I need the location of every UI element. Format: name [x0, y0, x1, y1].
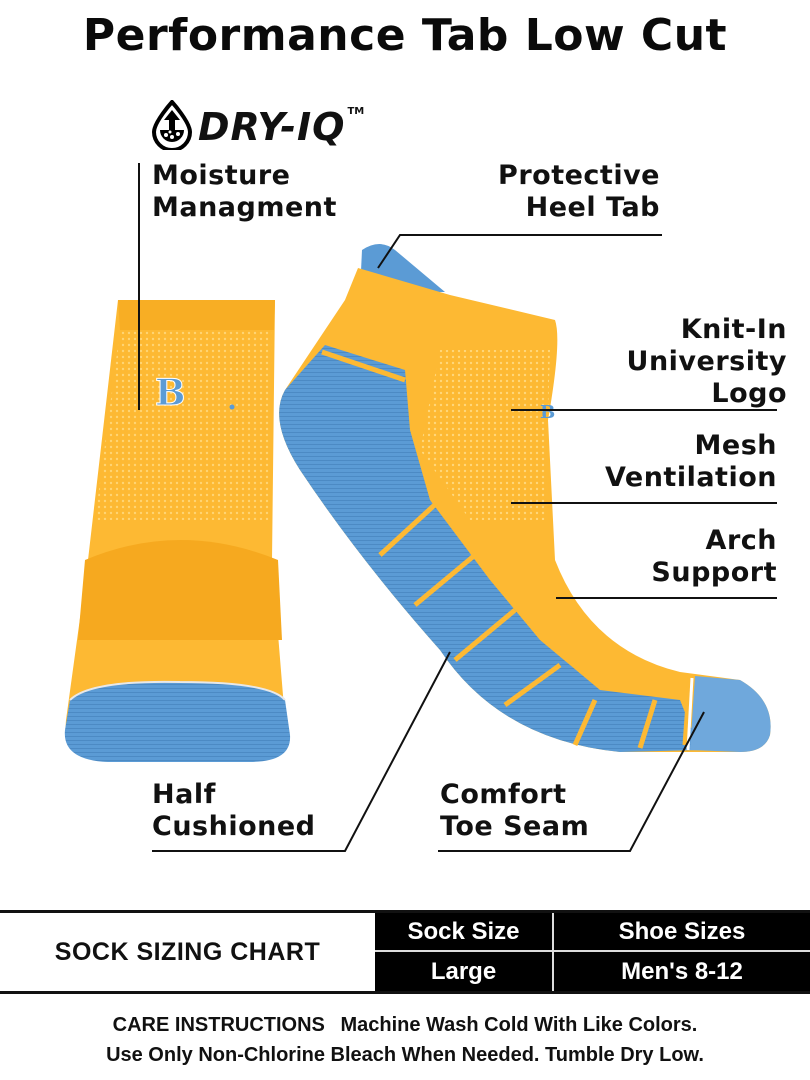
- feature-logo: Knit-In University Logo: [560, 314, 787, 410]
- feature-heel-tab: Protective Heel Tab: [440, 160, 660, 224]
- feature-cushion: Half Cushioned: [152, 779, 316, 843]
- droplet-arrow-icon: [150, 99, 194, 154]
- feature-cushion-line1: Half: [152, 779, 216, 810]
- feature-heel-tab-line2: Heel Tab: [525, 192, 660, 223]
- sizing-chart: SOCK SIZING CHART Sock Size Shoe Sizes L…: [0, 910, 810, 994]
- feature-moisture-line2: Managment: [152, 192, 337, 223]
- trademark: TM: [347, 106, 365, 117]
- cell-sock-size: Large: [375, 952, 554, 991]
- feature-toe-seam: Comfort Toe Seam: [440, 779, 589, 843]
- side-sock: B: [279, 244, 771, 752]
- feature-mesh-line2: Ventilation: [604, 462, 777, 493]
- sizing-chart-heading: SOCK SIZING CHART: [54, 937, 321, 966]
- sizing-chart-table: Sock Size Shoe Sizes Large Men's 8-12: [375, 913, 810, 991]
- callout-lines: [138, 163, 777, 852]
- feature-cushion-line2: Cushioned: [152, 811, 316, 842]
- feature-arch-line1: Arch: [705, 525, 777, 556]
- feature-mesh: Mesh Ventilation: [560, 430, 777, 494]
- feature-moisture-line1: Moisture: [152, 160, 291, 191]
- care-line-1: CARE INSTRUCTIONS Machine Wash Cold With…: [0, 1010, 810, 1040]
- feature-toe-seam-line1: Comfort: [440, 779, 567, 810]
- column-header-sock-size: Sock Size: [375, 913, 554, 952]
- care-instructions: CARE INSTRUCTIONS Machine Wash Cold With…: [0, 1010, 810, 1070]
- sock-illustration: B B: [64, 163, 777, 852]
- page-title: Performance Tab Low Cut: [82, 10, 728, 61]
- svg-text:B: B: [540, 402, 555, 423]
- care-line-2: Use Only Non-Chlorine Bleach When Needed…: [106, 1044, 704, 1066]
- feature-moisture: Moisture Managment: [152, 160, 337, 224]
- feature-arch: Arch Support: [560, 525, 777, 589]
- feature-logo-line2: University: [626, 346, 787, 377]
- brand-name: DRY-IQ: [198, 105, 346, 149]
- svg-text:B: B: [155, 372, 185, 414]
- feature-logo-line1: Knit-In: [680, 314, 787, 345]
- care-heading: CARE INSTRUCTIONS: [112, 1014, 325, 1036]
- feature-heel-tab-line1: Protective: [498, 160, 660, 191]
- dry-iq-brand: DRY-IQ TM: [150, 99, 365, 154]
- feature-mesh-line1: Mesh: [694, 430, 777, 461]
- feature-logo-line3: Logo: [711, 378, 787, 409]
- column-header-shoe-sizes: Shoe Sizes: [554, 913, 810, 952]
- care-text-1: Machine Wash Cold With Like Colors.: [340, 1014, 698, 1036]
- cell-shoe-sizes: Men's 8-12: [621, 957, 743, 985]
- feature-arch-line2: Support: [651, 557, 777, 588]
- feature-toe-seam-line2: Toe Seam: [440, 811, 590, 842]
- front-sock: B: [64, 300, 291, 762]
